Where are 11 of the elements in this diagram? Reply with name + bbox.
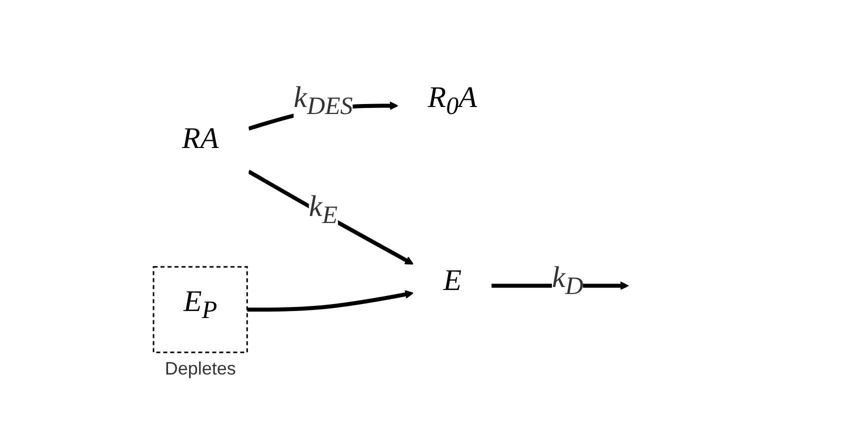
- edge-label: k$_{D}$: [552, 261, 584, 300]
- node-text: E: [444, 264, 462, 298]
- edge-label: k$_{DES}$: [294, 81, 354, 120]
- arrow: [247, 290, 414, 312]
- node-text: R$_{0}$A: [428, 81, 478, 120]
- node-caption: Depletes: [165, 358, 236, 379]
- arrow: [248, 170, 414, 265]
- node-box: [153, 266, 248, 354]
- flow-diagram: k$_{DES}$ k$_{E}$ k$_{D}$ RA R$_{0}$A E$_{P}$ E Depletes: [144, 55, 697, 387]
- edge-label: k$_{E}$: [309, 190, 338, 230]
- node-text: RA: [182, 122, 219, 156]
